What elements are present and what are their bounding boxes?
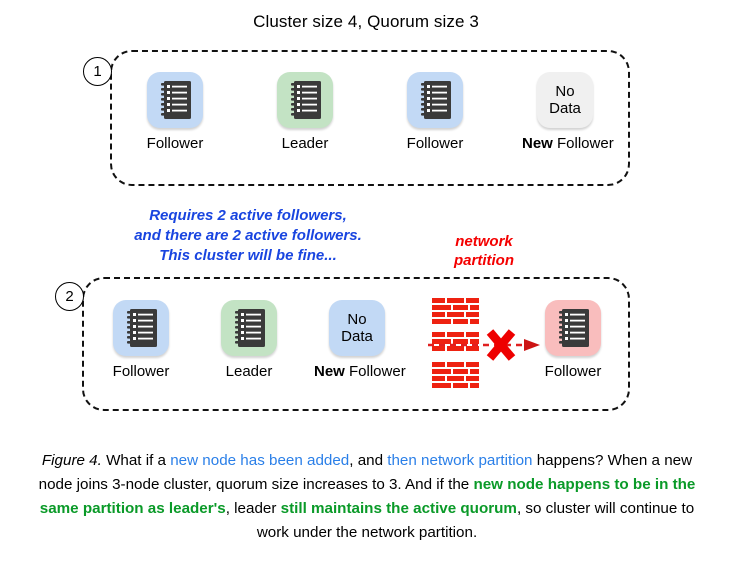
notebook-icon xyxy=(291,81,321,119)
notebook-icon xyxy=(127,309,157,347)
note-blue: Requires 2 active followers, and there a… xyxy=(98,206,398,266)
node-label-text: Follower xyxy=(349,363,406,380)
node-icon-container xyxy=(407,72,463,128)
network-partition-line-2: partition xyxy=(454,252,514,269)
caption-seg-9: , so cluster will continue to work under… xyxy=(256,500,695,541)
node-label-text: Leader xyxy=(281,135,329,152)
no-data-line-1: No xyxy=(347,311,367,328)
figure-caption: Figure 4. What if a new node has been ad… xyxy=(26,449,708,545)
node-label-text: Leader xyxy=(225,363,273,380)
node-icon-container: No Data xyxy=(329,300,385,356)
node-label-text: Follower xyxy=(544,363,602,380)
caption-seg-7: , leader xyxy=(225,500,281,517)
notebook-icon xyxy=(161,81,191,119)
page-title: Cluster size 4, Quorum size 3 xyxy=(253,12,479,31)
cluster-1-node-row: Follower xyxy=(110,72,630,152)
node-label: New Follower xyxy=(522,135,614,152)
step-number-2-label: 2 xyxy=(65,288,74,305)
no-data-text: No Data xyxy=(341,311,373,345)
node-label-text: Follower xyxy=(557,135,614,152)
caption-seg-5: happens? When a new node joins 3-node cl… xyxy=(38,452,693,493)
caption-seg-3: , and xyxy=(349,452,388,469)
node-label: Leader xyxy=(206,363,292,380)
node-new-follower-1[interactable]: No Data New Follower xyxy=(522,72,614,152)
node-label: Follower xyxy=(392,135,478,152)
node-icon-container xyxy=(113,300,169,356)
caption-highlight-blue-2: then network partition xyxy=(387,452,533,469)
blocked-x-icon xyxy=(486,329,516,361)
notebook-icon xyxy=(421,81,451,119)
no-data-text: No Data xyxy=(549,83,581,117)
partition-dashed-line xyxy=(428,339,540,351)
node-label: New Follower xyxy=(314,363,406,380)
node-follower-isolated[interactable]: Follower xyxy=(530,300,616,380)
network-partition-graphic xyxy=(428,298,540,388)
node-label: Follower xyxy=(98,363,184,380)
node-follower-2[interactable]: Follower xyxy=(392,72,478,152)
node-icon-container xyxy=(221,300,277,356)
note-blue-line-1: Requires 2 active followers, xyxy=(149,207,347,224)
node-icon-container xyxy=(277,72,333,128)
node-label: Follower xyxy=(132,135,218,152)
node-follower-3[interactable]: Follower xyxy=(98,300,184,380)
cluster-box-1 xyxy=(110,50,630,186)
caption-highlight-green-2: still maintains the active quorum xyxy=(280,500,517,517)
node-leader-1[interactable]: Leader xyxy=(262,72,348,152)
node-label-text: Follower xyxy=(146,135,204,152)
notebook-icon xyxy=(235,309,265,347)
step-number-1: 1 xyxy=(83,57,112,86)
caption-highlight-green-1: new node happens to be in the same parti… xyxy=(39,476,696,517)
node-label-text: Follower xyxy=(406,135,464,152)
cluster-box-2 xyxy=(82,277,630,411)
network-partition-label: network partition xyxy=(414,232,554,270)
no-data-line-2: Data xyxy=(341,328,373,345)
step-number-2: 2 xyxy=(55,282,84,311)
notebook-icon xyxy=(559,309,589,347)
no-data-line-2: Data xyxy=(549,100,581,117)
no-data-line-1: No xyxy=(555,83,575,100)
node-label-text: Follower xyxy=(112,363,170,380)
cluster-2-node-row: Follower xyxy=(84,300,630,380)
note-blue-line-2: and there are 2 active followers. xyxy=(134,227,362,244)
node-label-bold: New xyxy=(522,135,553,152)
node-icon-container: No Data xyxy=(537,72,593,128)
caption-highlight-blue-1: new node has been added xyxy=(170,452,350,469)
node-leader-2[interactable]: Leader xyxy=(206,300,292,380)
node-label: Leader xyxy=(262,135,348,152)
note-blue-line-3: This cluster will be fine... xyxy=(159,247,337,264)
node-follower-1[interactable]: Follower xyxy=(132,72,218,152)
node-icon-container xyxy=(545,300,601,356)
figure-number: Figure 4. xyxy=(41,452,102,469)
node-new-follower-2[interactable]: No Data New Follower xyxy=(314,300,406,380)
brick-wall-icon xyxy=(432,298,479,388)
caption-seg-1: What if a xyxy=(101,452,171,469)
step-number-1-label: 1 xyxy=(93,63,102,80)
node-icon-container xyxy=(147,72,203,128)
node-label-bold: New xyxy=(314,363,345,380)
node-label: Follower xyxy=(530,363,616,380)
network-partition-line-1: network xyxy=(455,233,513,250)
